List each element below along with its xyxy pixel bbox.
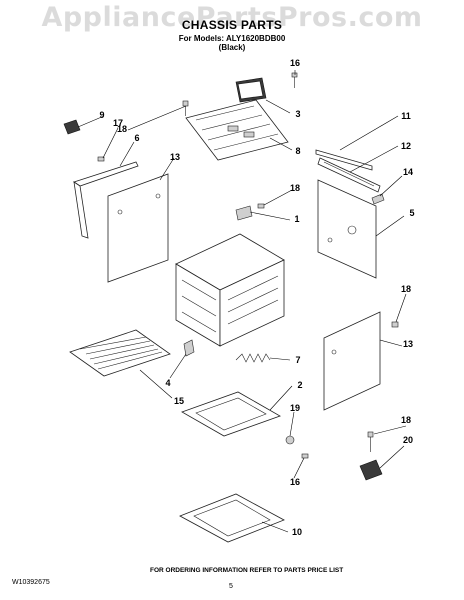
models-line: For Models: ALY1620BDB00 [178,34,286,43]
callout-20: 20 [402,435,413,445]
part-20-leveling-leg [359,459,383,481]
part-6-strip [73,161,139,239]
part-7-spring [235,353,271,363]
callout-18: 18 [400,284,411,294]
callout-13: 13 [402,339,413,349]
callout-14: 14 [402,167,413,177]
leader-lines [77,70,407,533]
callout-16: 16 [289,58,300,68]
callout-8: 8 [295,146,301,156]
part-1-bracket [235,205,253,221]
part-10-bottom-tray [179,493,285,543]
oven-cavity [175,233,285,347]
callout-18: 18 [116,124,127,134]
part-19-grommet [285,435,295,445]
callout-2: 2 [297,380,303,390]
part-18-screw-a [182,100,189,116]
color-line: (Black) [218,43,246,52]
callout-11: 11 [401,111,411,121]
part-4-bracket [183,339,195,357]
part-2-frame [181,391,281,437]
part-13-left-side-panel [107,173,169,283]
callout-5: 5 [409,208,415,218]
callout-9: 9 [99,110,105,120]
callout-1: 1 [294,214,300,224]
diagram-title: CHASSIS PARTS [181,18,283,32]
part-15-oven-rack [69,329,171,377]
watermark-text: AppliancePartsPros.com [41,2,423,33]
part-5-right-side-panel [317,179,377,279]
part-13-right-side-panel [323,311,381,411]
ordering-info: FOR ORDERING INFORMATION REFER TO PARTS … [150,567,344,574]
callout-10: 10 [291,527,302,537]
part-9-clip [63,119,81,135]
part-17-screw [97,156,105,162]
callout-3: 3 [295,109,301,119]
callout-18: 18 [289,183,300,193]
document-number: W10392675 [12,579,50,586]
callout-19: 19 [289,403,300,413]
part-16-screw-bottom [301,453,309,459]
part-16-screw-top [291,72,298,88]
part-18-screw-b [257,203,265,209]
callout-13: 13 [169,152,180,162]
part-14-clip [371,193,385,205]
callout-18: 18 [400,415,411,425]
page-number: 5 [229,583,233,590]
callout-15: 15 [173,396,184,406]
part-18-screw-c [391,321,399,328]
callout-4: 4 [165,378,171,388]
callout-16: 16 [289,477,300,487]
callout-6: 6 [134,133,140,143]
part-12-rail [317,157,381,193]
part-18-screw-d [367,431,374,452]
callout-17: 17 [112,118,123,128]
part-11-rail [315,149,373,171]
part-3-bracket [235,77,267,103]
part-8-top-panel [185,99,289,161]
callout-12: 12 [400,141,411,151]
callout-7: 7 [295,355,301,365]
